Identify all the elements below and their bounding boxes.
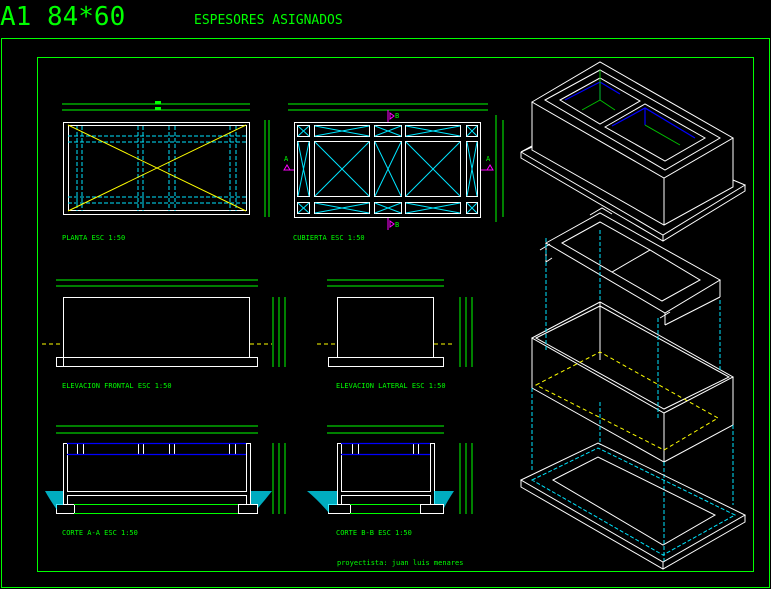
- isometric-foundation: [519, 442, 747, 570]
- elevacion-frontal-view: ELEVACION FRONTAL ESC 1:50: [42, 279, 286, 390]
- sheet-title: ESPESORES ASIGNADOS: [194, 13, 343, 28]
- corte-bb-view: CORTE B-B ESC 1:50: [307, 425, 473, 537]
- planta-view: PLANTA ESC 1:50: [62, 101, 270, 242]
- isometric-top-slab: [520, 61, 747, 242]
- label-planta: PLANTA ESC 1:50: [62, 234, 125, 242]
- designer-credit: proyectista: juan luis menares: [337, 559, 463, 567]
- label-elevacion-frontal: ELEVACION FRONTAL ESC 1:50: [62, 382, 172, 390]
- label-corte-bb: CORTE B-B ESC 1:50: [336, 529, 412, 537]
- isometric-walls: [530, 230, 735, 562]
- sheet-size: A1 84*60: [0, 2, 125, 32]
- label-cubierta: CUBIERTA ESC 1:50: [293, 234, 365, 242]
- label-elevacion-lateral: ELEVACION LATERAL ESC 1:50: [336, 382, 446, 390]
- cubierta-view: A A B B CUBIERTA ESC 1:50: [283, 103, 504, 242]
- corte-aa-view: CORTE A-A ESC 1:50: [45, 425, 286, 537]
- inner-frame: [37, 57, 754, 572]
- section-mark-b-bottom: B: [395, 221, 399, 229]
- outer-frame: [1, 38, 770, 588]
- label-corte-aa: CORTE A-A ESC 1:50: [62, 529, 138, 537]
- section-mark-a-right: A: [486, 155, 491, 163]
- isometric-beam-grid: [539, 207, 721, 326]
- elevacion-lateral-view: ELEVACION LATERAL ESC 1:50: [317, 279, 473, 390]
- section-mark-a-left: A: [284, 155, 289, 163]
- section-mark-b-top: B: [395, 112, 399, 120]
